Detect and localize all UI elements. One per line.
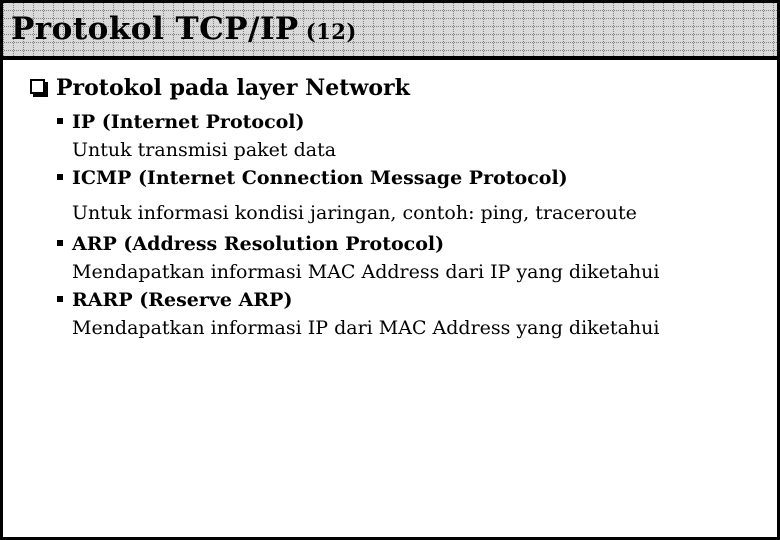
bullet-column — [57, 230, 72, 286]
protocol-title: ICMP (Internet Connection Message Protoc… — [72, 167, 568, 189]
protocol-title: IP (Internet Protocol) — [72, 111, 305, 133]
list-item-content: IP (Internet Protocol) Untuk transmisi p… — [72, 108, 759, 164]
list-item-ip: IP (Internet Protocol) Untuk transmisi p… — [57, 108, 759, 164]
square-bullet-icon — [57, 240, 63, 246]
list-item-icmp: ICMP (Internet Connection Message Protoc… — [57, 164, 759, 230]
square-bullet-icon — [57, 118, 63, 124]
protocol-description: Untuk informasi kondisi jaringan, contoh… — [72, 202, 637, 224]
protocol-description: Mendapatkan informasi IP dari MAC Addres… — [72, 317, 660, 339]
square-bullet-icon — [57, 174, 63, 180]
list-item-arp: ARP (Address Resolution Protocol) Mendap… — [57, 230, 759, 286]
slide-number: (12) — [305, 19, 357, 44]
list-item-content: RARP (Reserve ARP) Mendapatkan informasi… — [72, 286, 759, 342]
protocol-title: ARP (Address Resolution Protocol) — [72, 233, 445, 255]
protocol-description: Untuk transmisi paket data — [72, 139, 337, 161]
slide-title: Protokol TCP/IP (12) — [11, 14, 357, 45]
slide-title-bar: Protokol TCP/IP (12) — [3, 3, 777, 60]
slide-title-text: Protokol TCP/IP — [11, 11, 299, 47]
shadowed-square-bullet-icon — [30, 78, 45, 94]
slide-body: Protokol pada layer Network IP (Internet… — [3, 60, 777, 342]
protocol-title: RARP (Reserve ARP) — [72, 289, 293, 311]
section-heading: Protokol pada layer Network — [56, 75, 410, 101]
bullet-column — [57, 108, 72, 164]
list-item-content: ICMP (Internet Connection Message Protoc… — [72, 164, 759, 230]
square-bullet-icon — [57, 296, 63, 302]
bullet-column — [57, 164, 72, 230]
protocol-description: Mendapatkan informasi MAC Address dari I… — [72, 261, 660, 283]
protocol-list: IP (Internet Protocol) Untuk transmisi p… — [57, 108, 759, 342]
list-item-rarp: RARP (Reserve ARP) Mendapatkan informasi… — [57, 286, 759, 342]
bullet-column — [57, 286, 72, 342]
list-item-content: ARP (Address Resolution Protocol) Mendap… — [72, 230, 759, 286]
section-heading-row: Protokol pada layer Network — [30, 75, 759, 101]
